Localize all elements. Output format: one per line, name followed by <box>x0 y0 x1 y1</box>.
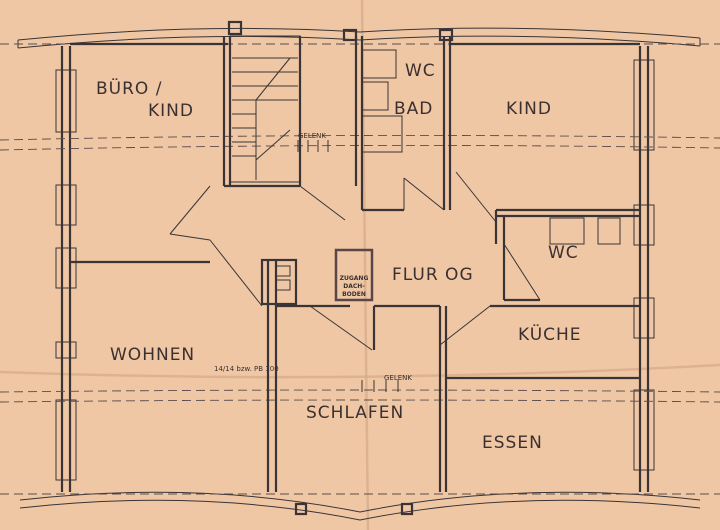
room-label-schlafen: SCHLAFEN <box>306 403 404 423</box>
attic-access-label-1: ZUGANG <box>340 275 369 282</box>
exterior-walls <box>55 46 655 492</box>
beam-label: 14/14 bzw. PB 100 <box>214 365 279 373</box>
attic-access-label-3: BODEN <box>342 291 366 298</box>
room-label-essen: ESSEN <box>482 433 543 453</box>
room-label-kueche: KÜCHE <box>518 323 582 345</box>
gelenk-marks <box>297 140 399 392</box>
room-label-buero: BÜRO / <box>96 77 162 99</box>
room-label-wc-right: WC <box>548 243 579 263</box>
gelenk-bottom-label: GELENK <box>384 374 412 382</box>
room-label-wc-top: WC <box>405 61 436 81</box>
room-labels: BÜRO / KIND WC BAD KIND WC FLUR OG KÜCHE… <box>96 61 582 453</box>
room-label-kind: KIND <box>506 99 552 119</box>
room-label-bad: BAD <box>394 99 433 119</box>
interior-walls <box>70 20 640 516</box>
room-label-flur: FLUR OG <box>392 265 474 285</box>
room-label-buero-kind: KIND <box>148 101 194 121</box>
annotations: GELENK GELENK 14/14 bzw. PB 100 <box>214 132 412 382</box>
room-label-wohnen: WOHNEN <box>110 345 195 365</box>
attic-access: ZUGANG DACH- BODEN <box>334 248 374 302</box>
attic-access-label-2: DACH- <box>343 283 365 290</box>
roof-lines <box>0 43 720 495</box>
roof-outline <box>17 27 701 521</box>
gelenk-top-label: GELENK <box>298 132 326 140</box>
